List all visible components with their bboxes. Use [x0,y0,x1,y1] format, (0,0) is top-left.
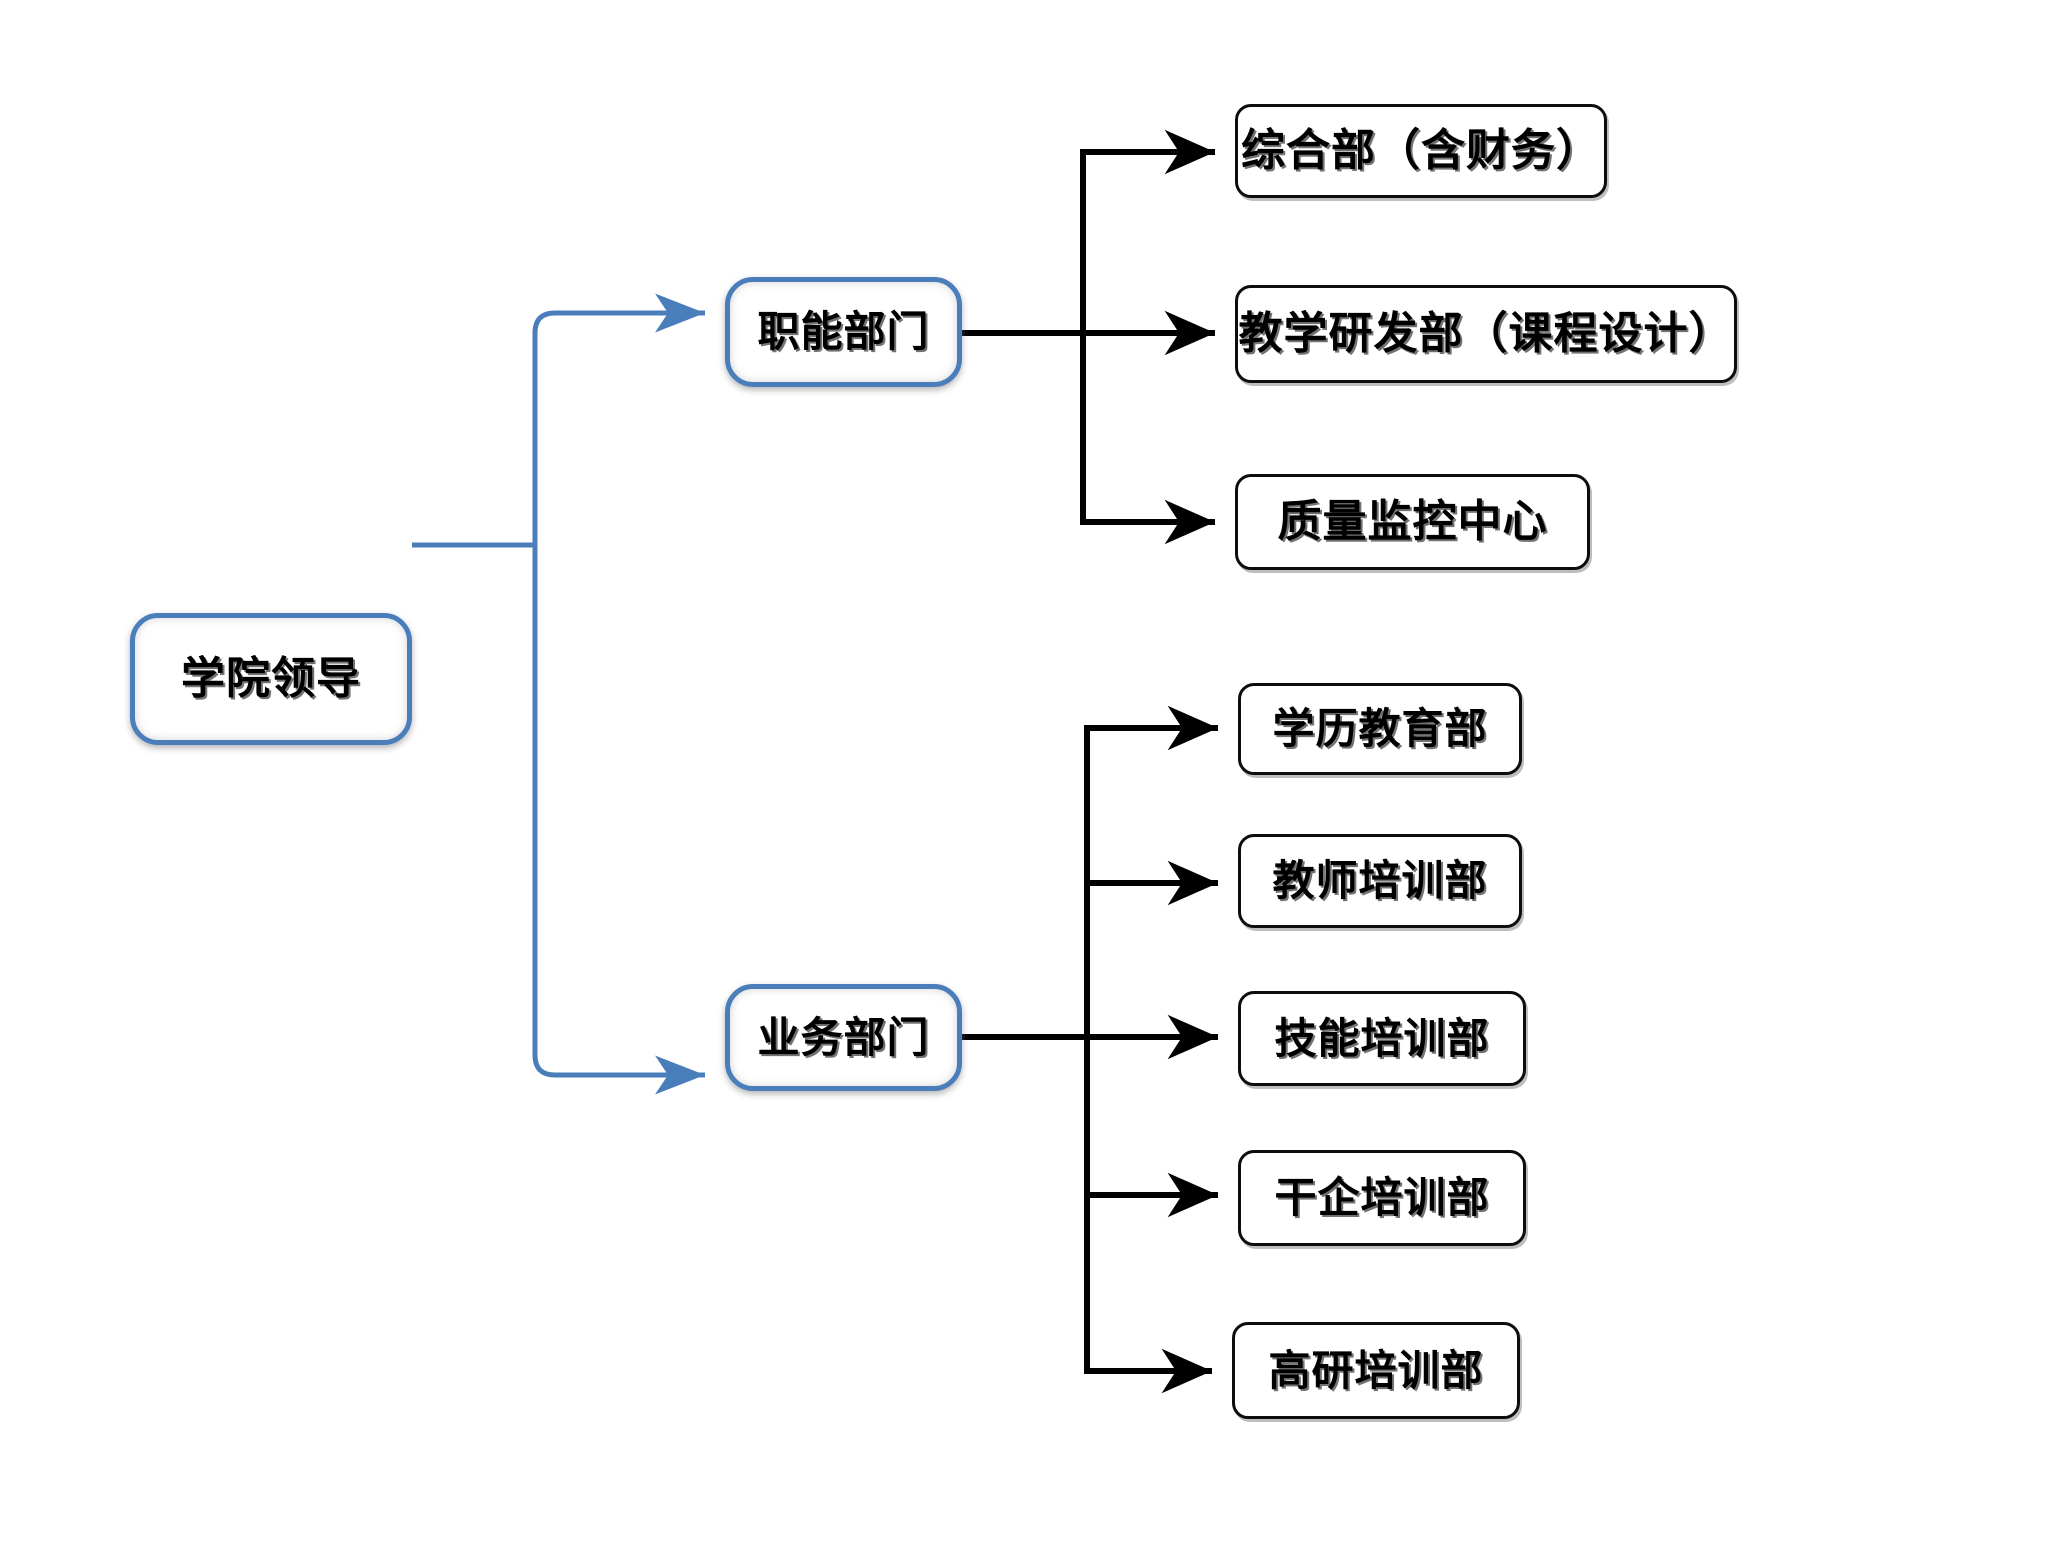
node-skills-training-label: 技能培训部 [1274,1013,1490,1063]
connector-business-to-degree-education [1084,705,1219,1037]
connector-functional-to-quality-control [1080,333,1216,545]
node-teacher-training-label: 教师培训部 [1272,856,1488,905]
node-cadre-training-label: 干企培训部 [1274,1173,1490,1222]
node-functional[interactable]: 职能部门 [725,277,962,387]
node-degree-education[interactable]: 学历教育部 [1238,683,1522,775]
node-skills-training[interactable]: 技能培训部 [1238,991,1526,1086]
connector-root-to-functional [532,293,705,545]
node-quality-control-label: 质量监控中心 [1277,496,1548,547]
connector-business-to-cadre-training [1084,1037,1219,1218]
node-business[interactable]: 业务部门 [725,984,962,1091]
node-general-affairs[interactable]: 综合部（含财务） [1235,104,1607,198]
node-cadre-training[interactable]: 干企培训部 [1238,1150,1526,1246]
node-degree-education-label: 学历教育部 [1272,704,1488,753]
node-business-label: 业务部门 [757,1012,930,1062]
node-root[interactable]: 学院领导 [130,613,412,745]
connector-business-to-teacher-training [1084,860,1219,1037]
node-functional-label: 职能部门 [757,307,930,356]
node-teacher-training[interactable]: 教师培训部 [1238,834,1522,928]
node-general-affairs-label: 综合部（含财务） [1241,125,1601,176]
node-advanced-training-label: 高研培训部 [1268,1345,1484,1395]
connector-business-to-advanced-training [1084,1037,1213,1394]
node-quality-control[interactable]: 质量监控中心 [1235,474,1590,570]
node-root-label: 学院领导 [181,653,361,704]
node-advanced-training[interactable]: 高研培训部 [1232,1322,1520,1419]
node-teaching-rnd[interactable]: 教学研发部（课程设计） [1235,285,1737,383]
connector-root-to-business [532,545,705,1095]
connector-functional-to-general-affairs [1080,129,1216,333]
node-teaching-rnd-label: 教学研发部（课程设计） [1238,308,1734,359]
